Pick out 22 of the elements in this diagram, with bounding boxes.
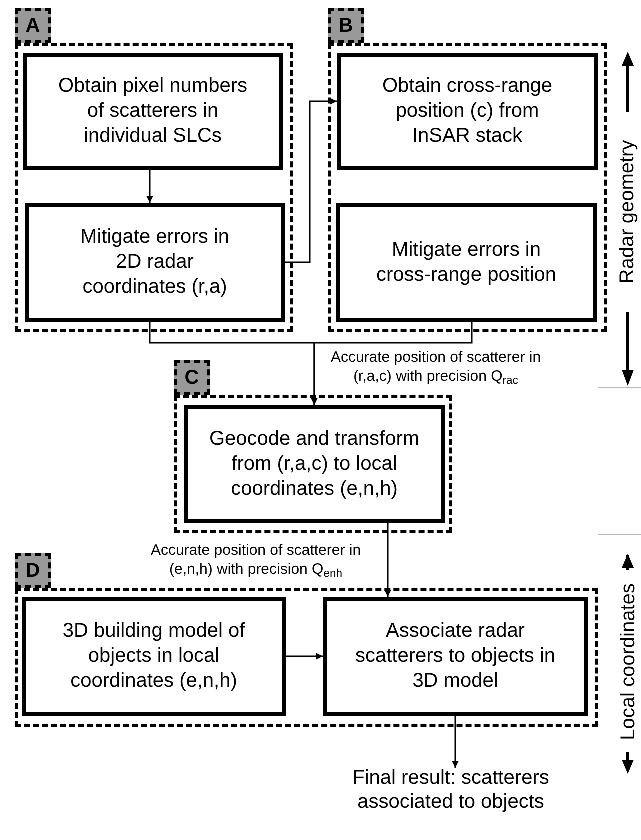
process-box: Mitigate errors in cross-range position [336, 203, 597, 322]
axis-label: Local coordinates [616, 584, 640, 740]
axis-label: Radar geometry [616, 140, 640, 284]
process-box: Obtain cross-range position (c) from InSAR stack [337, 53, 598, 170]
group-tag: B [328, 8, 364, 43]
group-tag: C [174, 360, 210, 395]
process-box: Mitigate errors in 2D radar coordinates (r,a) [25, 203, 285, 322]
edge-label: Accurate position of scatterer in (e,n,h) with precision Q$_{enh}$ [150, 541, 362, 579]
edge-label: Accurate position of scatterer in (r,a,c) with precision Q$_{rac}$ [330, 348, 542, 386]
arrow [285, 98, 337, 264]
arrow [311, 322, 473, 405]
arrow [286, 653, 323, 660]
result-text: Final result: scatterers associated to objects [335, 766, 567, 838]
process-box: Obtain pixel numbers of scatterers in individual SLCs [23, 53, 283, 170]
arrow [452, 716, 459, 768]
arrow [146, 170, 154, 203]
process-box: 3D building model of objects in local coordinates (e,n,h) [22, 597, 286, 716]
group-tag: D [15, 553, 51, 588]
process-box: Associate radar scatterers to objects in 3D model [323, 597, 588, 716]
arrow [384, 523, 392, 597]
process-box: Geocode and transform from (r,a,c) to local coordinates (e,n,h) [184, 405, 445, 523]
group-tag: A [15, 8, 51, 43]
